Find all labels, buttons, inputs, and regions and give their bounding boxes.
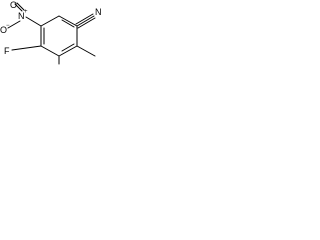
ring-double-1 bbox=[61, 19, 75, 28]
nitro-double-o bbox=[14, 3, 23, 12]
nitrile-triple-b bbox=[77, 17, 96, 29]
ring-double-2 bbox=[61, 43, 75, 52]
molecule-drawing: N F N + O O − bbox=[0, 0, 102, 65]
nitro-o-label-1: O bbox=[10, 0, 17, 10]
methyl-bond bbox=[76, 45, 96, 57]
nitro-single-o bbox=[7, 20, 21, 29]
nitrile-n-label: N bbox=[95, 7, 102, 17]
nitro-bond bbox=[25, 16, 42, 27]
nitro-n-charge: + bbox=[24, 9, 28, 15]
fluorine-label: F bbox=[4, 46, 10, 56]
ring-bond-1 bbox=[58, 15, 78, 27]
ring-bond-4 bbox=[40, 45, 60, 57]
fluorine-bond-visual bbox=[11, 45, 42, 51]
nitro-double-o-2 bbox=[16, 2, 25, 11]
ring-bond-6 bbox=[40, 15, 60, 27]
nitrile-bond bbox=[76, 15, 95, 27]
nitro-n-label: N bbox=[18, 11, 25, 21]
ring-bond-3 bbox=[58, 45, 78, 57]
structure-diagram: N F N + O O − bbox=[0, 0, 111, 67]
nitrile-triple-a bbox=[75, 13, 94, 25]
nitro-o-charge: − bbox=[6, 23, 10, 29]
nitro-o-label-2: O bbox=[0, 25, 7, 35]
